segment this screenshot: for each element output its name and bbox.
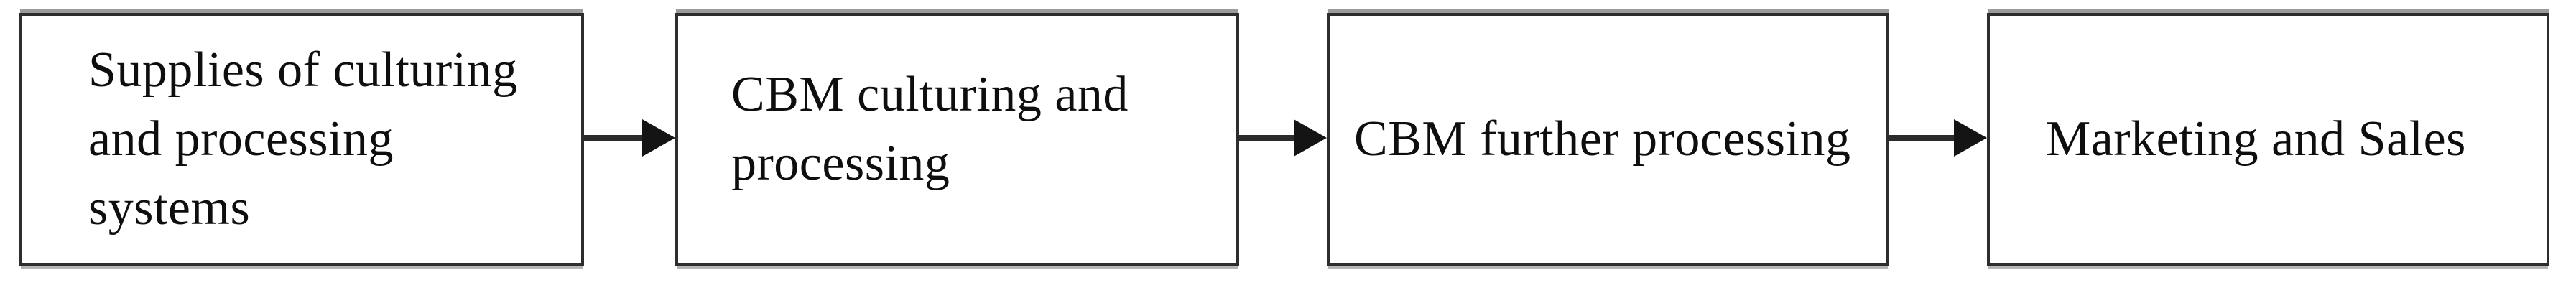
- arrow-right-icon: [1294, 119, 1327, 157]
- arrow-shaft: [1889, 135, 1954, 141]
- arrow-right-icon: [1954, 119, 1987, 157]
- flow-arrow-3: [1889, 119, 1987, 157]
- flow-box-supplies: Supplies of culturing and processing sys…: [19, 13, 584, 266]
- arrow-shaft: [1239, 135, 1294, 141]
- flow-box-marketing-sales: Marketing and Sales: [1987, 13, 2549, 266]
- flow-box-supplies-label: Supplies of culturing and processing sys…: [88, 42, 518, 236]
- arrow-right-icon: [642, 119, 675, 157]
- flow-box-cbm-further-processing-label: CBM further processing: [1354, 111, 1851, 167]
- flow-arrow-2: [1239, 119, 1327, 157]
- flow-arrow-1: [584, 119, 675, 157]
- flow-box-marketing-sales-label: Marketing and Sales: [2046, 111, 2466, 167]
- flow-box-cbm-further-processing: CBM further processing: [1327, 13, 1889, 266]
- flow-box-cbm-culturing: CBM culturing and processing: [675, 13, 1239, 266]
- flow-box-cbm-culturing-label: CBM culturing and processing: [731, 67, 1129, 191]
- arrow-shaft: [584, 135, 642, 141]
